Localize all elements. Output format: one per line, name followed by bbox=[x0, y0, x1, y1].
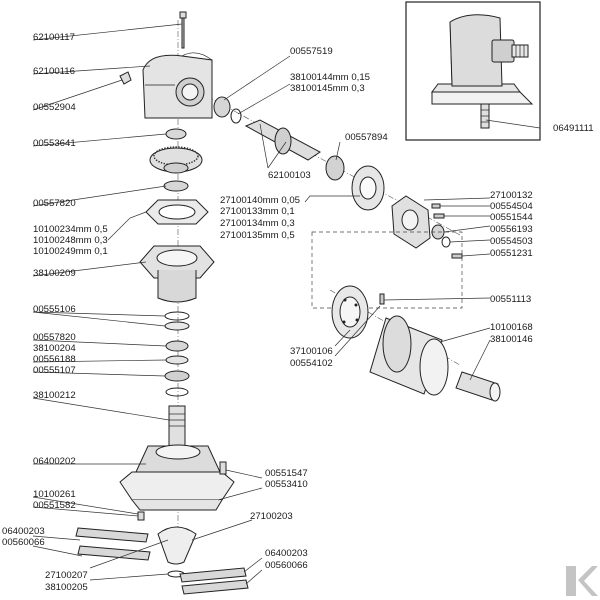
guard-disc bbox=[331, 285, 369, 339]
circlip-upper bbox=[164, 311, 190, 321]
part-label: 62100117 bbox=[33, 32, 75, 43]
part-label: 00551113 bbox=[490, 294, 531, 305]
inset-part-label: 06491111 bbox=[553, 123, 594, 134]
part-label: 00557820 bbox=[33, 332, 76, 343]
part-label: 00551547 bbox=[265, 468, 308, 479]
leader-lines bbox=[32, 23, 541, 585]
guard-sleeve bbox=[455, 371, 501, 402]
part-label: 00554503 bbox=[490, 236, 533, 247]
part-label: 00556193 bbox=[490, 224, 533, 235]
part-label: 00551231 bbox=[490, 248, 533, 259]
part-label: 00554504 bbox=[490, 201, 533, 212]
guard-tube bbox=[369, 315, 449, 396]
input-housing bbox=[391, 195, 431, 249]
part-label: 10100248mm 0,3 bbox=[33, 235, 108, 246]
part-label: 27100207 bbox=[45, 570, 88, 581]
blade-holder bbox=[157, 526, 197, 565]
part-label: 38100144mm 0,15 bbox=[290, 72, 370, 83]
bevel-gear bbox=[149, 146, 203, 174]
bolt-top bbox=[179, 11, 187, 49]
base-housing bbox=[119, 444, 235, 511]
part-label: 38100145mm 0,3 bbox=[290, 83, 365, 94]
part-label: 38100209 bbox=[33, 268, 76, 279]
blade-left bbox=[75, 527, 151, 561]
part-label: 00555107 bbox=[33, 365, 76, 376]
part-label: 00555106 bbox=[33, 304, 76, 315]
part-label: 06400202 bbox=[33, 456, 76, 467]
shim-input bbox=[230, 108, 242, 124]
grease-nipple bbox=[137, 511, 145, 521]
spacer bbox=[165, 340, 189, 352]
part-label: 00553641 bbox=[33, 138, 76, 149]
bearing-upper bbox=[165, 128, 187, 140]
part-label: 27100134mm 0,3 bbox=[220, 218, 295, 229]
part-label: 38100204 bbox=[33, 343, 76, 354]
pinion-shaft bbox=[244, 119, 321, 161]
shim-gasket bbox=[145, 199, 209, 225]
part-label: 00557820 bbox=[33, 198, 76, 209]
part-label: 27100135mm 0,5 bbox=[220, 230, 295, 241]
bearing-lower bbox=[164, 370, 190, 382]
part-label: 10100249mm 0,1 bbox=[33, 246, 108, 257]
part-label: 00551582 bbox=[33, 500, 76, 511]
part-label: 38100205 bbox=[45, 582, 88, 593]
bolt-b bbox=[433, 213, 445, 219]
bolt-a bbox=[431, 203, 441, 209]
part-label: 37100106 bbox=[290, 346, 333, 357]
part-label: 00560066 bbox=[265, 560, 308, 571]
inset-box bbox=[405, 1, 541, 141]
cover-flange bbox=[351, 165, 385, 211]
part-label: 27100133mm 0,1 bbox=[220, 206, 295, 217]
part-label: 10100234mm 0,5 bbox=[33, 224, 108, 235]
part-label: 38100212 bbox=[33, 390, 76, 401]
part-label: 10100168 bbox=[490, 322, 533, 333]
part-label: 62100103 bbox=[268, 170, 311, 181]
gearbox-housing bbox=[142, 52, 213, 119]
intermediate-flange bbox=[139, 245, 215, 303]
vent-plug bbox=[119, 71, 132, 85]
bolt-c bbox=[451, 253, 463, 259]
part-label: 38100146 bbox=[490, 334, 533, 345]
part-labels: 62100117 62100116 00552904 00553641 0055… bbox=[2, 32, 594, 593]
part-label: 00554102 bbox=[290, 358, 333, 369]
part-label: 00557519 bbox=[290, 46, 333, 57]
part-label: 00551544 bbox=[490, 212, 533, 223]
part-label: 00553410 bbox=[265, 479, 308, 490]
part-label: 27100132 bbox=[490, 190, 533, 201]
part-label: 27100203 bbox=[250, 511, 293, 522]
part-label: 10100261 bbox=[33, 489, 76, 500]
washer-b bbox=[441, 236, 451, 248]
washer bbox=[164, 321, 190, 331]
blade-right bbox=[179, 567, 249, 595]
seal-input bbox=[213, 96, 231, 118]
shim-ring bbox=[165, 355, 189, 365]
part-label: 00560066 bbox=[2, 537, 45, 548]
bearing-mid bbox=[163, 180, 189, 192]
part-label: 06400203 bbox=[265, 548, 308, 559]
part-label: 00557894 bbox=[345, 132, 388, 143]
output-shaft bbox=[168, 405, 186, 447]
part-label: 62100116 bbox=[33, 66, 75, 77]
part-label: 00556188 bbox=[33, 354, 76, 365]
part-label: 00552904 bbox=[33, 102, 76, 113]
bolt-base bbox=[219, 461, 227, 475]
circlip-lower bbox=[165, 387, 189, 397]
bearing-input bbox=[325, 155, 345, 181]
screw-guard bbox=[379, 293, 385, 305]
guard-frame bbox=[311, 231, 463, 309]
part-label: 27100140mm 0,05 bbox=[220, 195, 300, 206]
brand-logo bbox=[566, 566, 598, 596]
part-label: 06400203 bbox=[2, 526, 45, 537]
